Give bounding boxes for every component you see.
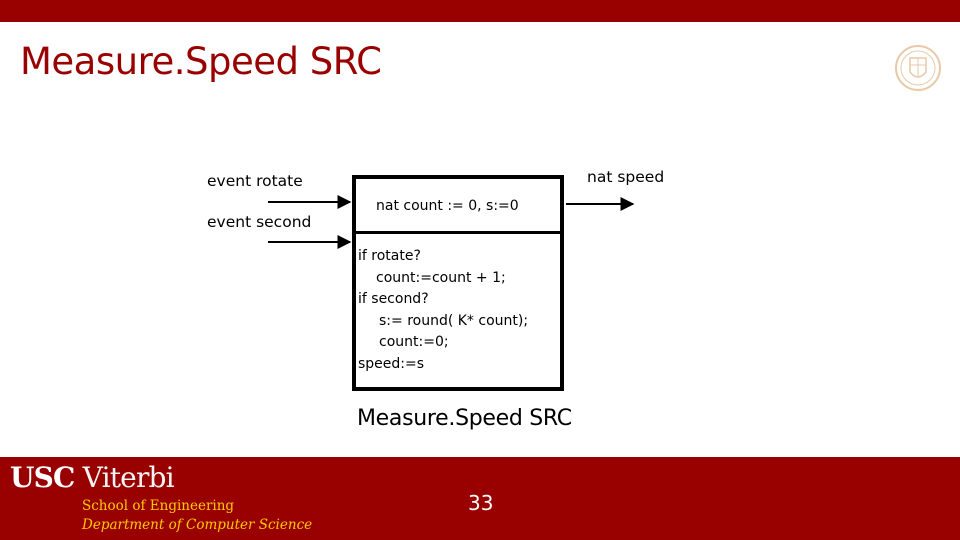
box-caption: Measure.Speed SRC bbox=[357, 406, 572, 431]
code-line: s:= round( K* count); bbox=[379, 312, 529, 329]
state-declaration: nat count := 0, s:=0 bbox=[376, 198, 519, 214]
code-block: if rotate? count:=count + 1; if second? … bbox=[358, 246, 528, 375]
src-module-box: nat count := 0, s:=0 if rotate? count:=c… bbox=[352, 175, 564, 391]
brand-usc: USC bbox=[10, 461, 75, 494]
box-divider bbox=[356, 231, 560, 234]
top-accent-bar bbox=[0, 0, 960, 22]
input-label-rotate: event rotate bbox=[207, 172, 303, 190]
footer-bar bbox=[0, 457, 960, 540]
code-line: count:=0; bbox=[379, 334, 449, 350]
brand-viterbi: Viterbi bbox=[82, 461, 175, 494]
code-line: if rotate? bbox=[358, 248, 421, 264]
output-label-speed: nat speed bbox=[587, 168, 665, 186]
input-label-second: event second bbox=[207, 213, 312, 231]
code-line: if second? bbox=[358, 291, 429, 307]
page-number: 33 bbox=[468, 491, 494, 515]
department-name: Department of Computer Science bbox=[82, 517, 313, 533]
usc-seal-icon bbox=[895, 45, 941, 91]
code-line: speed:=s bbox=[358, 355, 425, 372]
school-name: School of Engineering bbox=[82, 498, 235, 514]
usc-viterbi-logo: USC Viterbi bbox=[10, 461, 175, 494]
slide-title: Measure.Speed SRC bbox=[20, 40, 382, 83]
code-line: count:=count + 1; bbox=[376, 269, 506, 286]
